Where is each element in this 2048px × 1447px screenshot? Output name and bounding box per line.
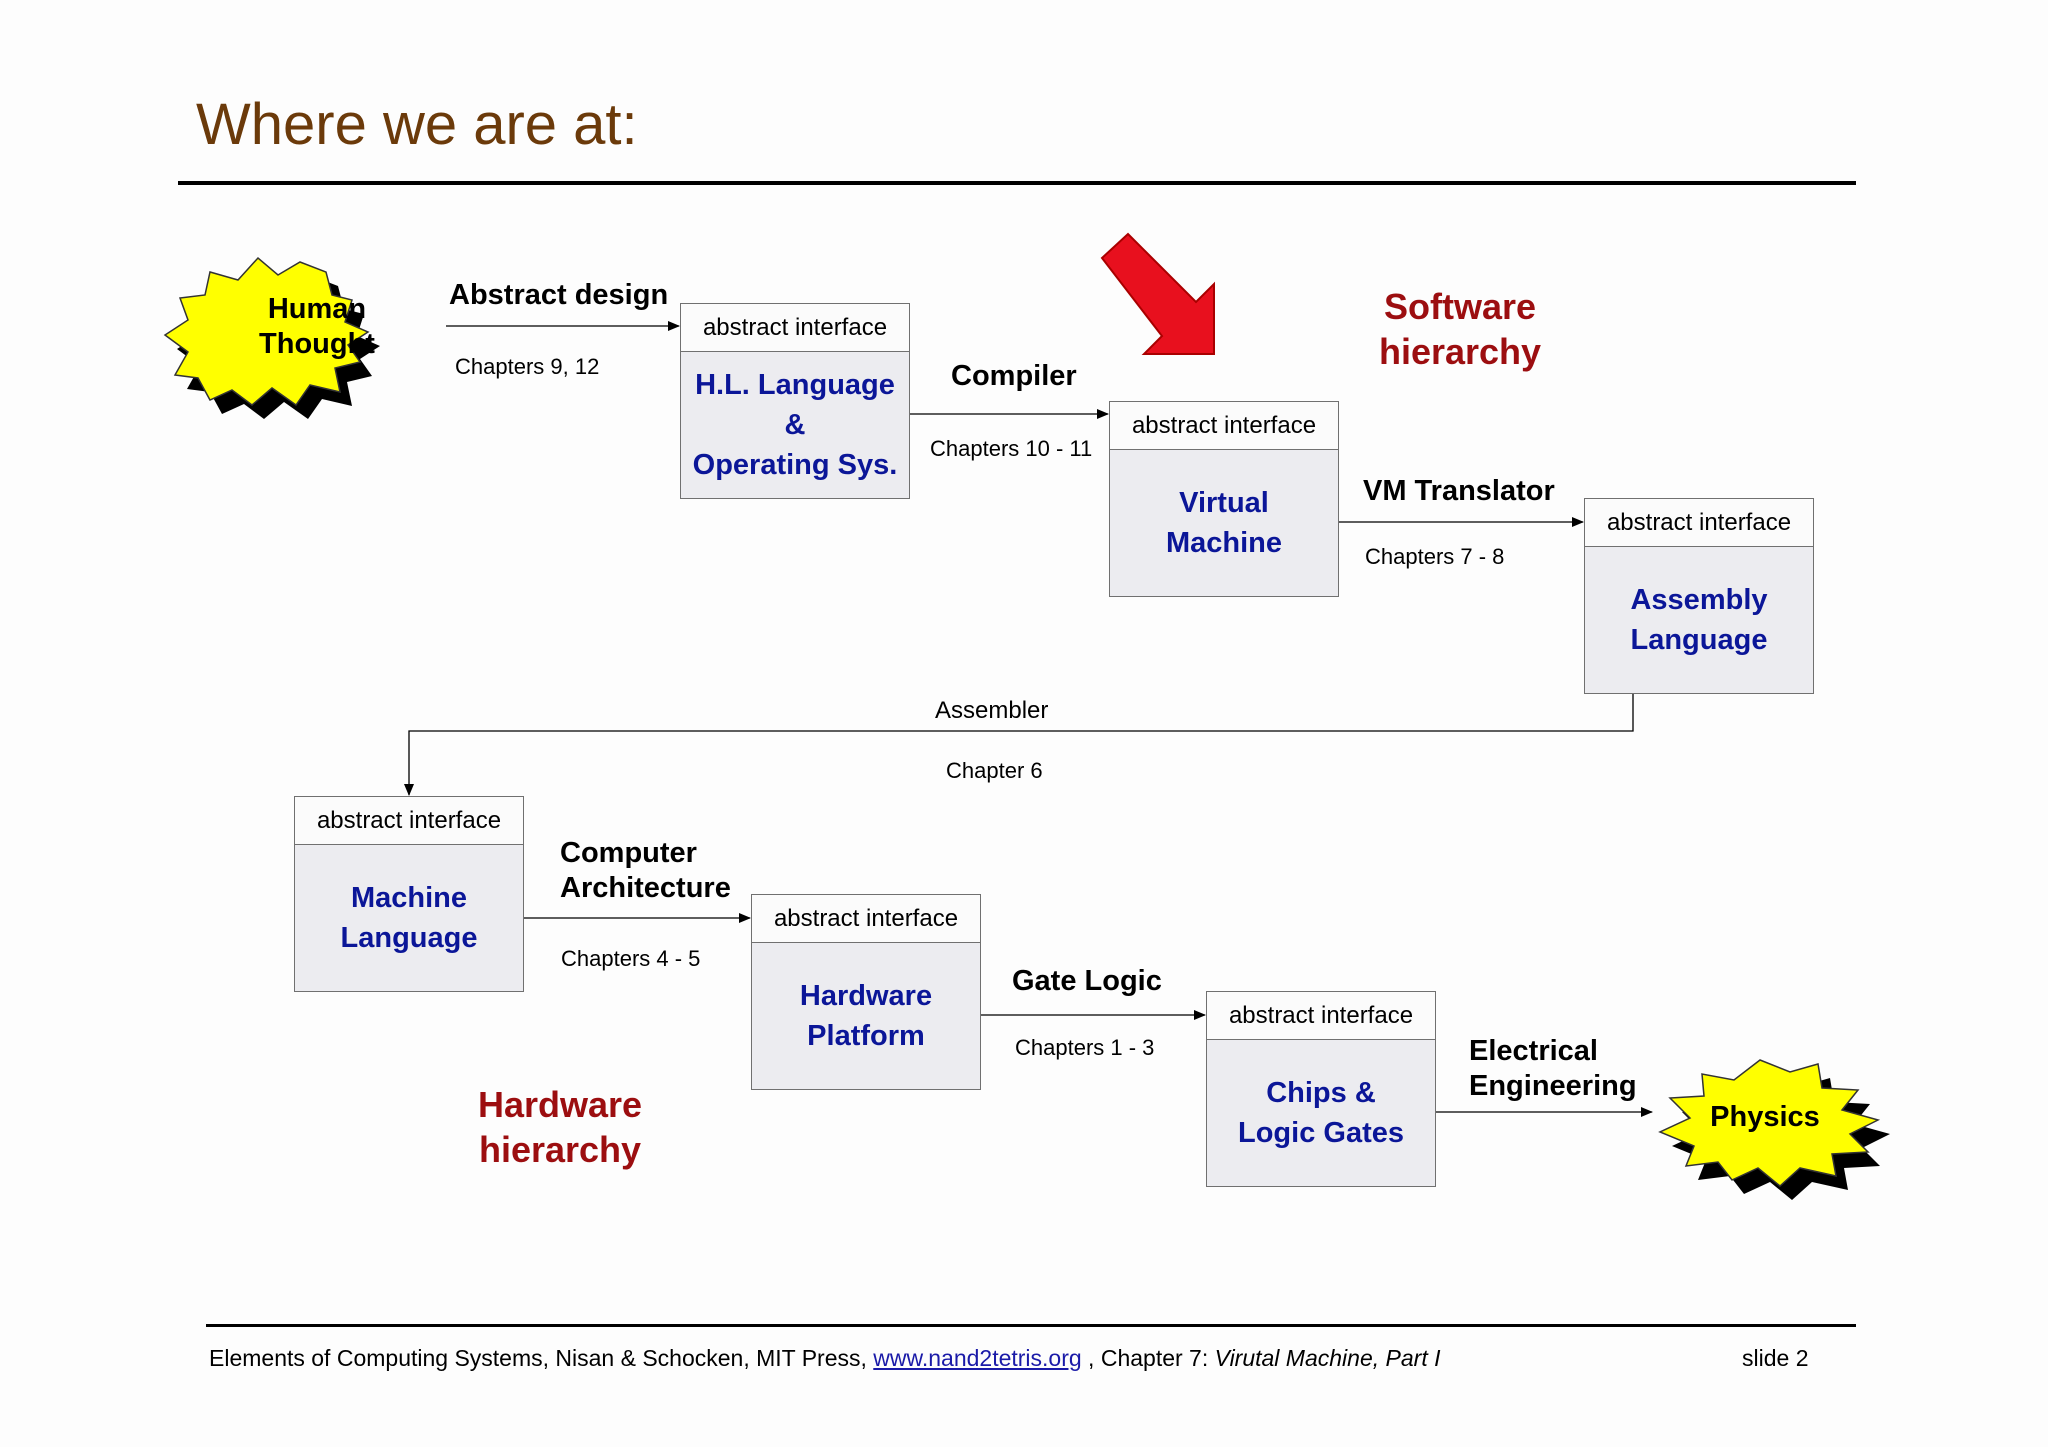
footer-prefix: Elements of Computing Systems, Nisan & S… xyxy=(209,1345,874,1371)
vm-translator-chapters: Chapters 7 - 8 xyxy=(1365,544,1505,569)
box-body: Machine Language xyxy=(340,881,478,954)
gate-logic-chapters: Chapters 1 - 3 xyxy=(1015,1035,1155,1060)
box-header: abstract interface xyxy=(1585,499,1813,547)
abstract-design-label: Abstract design xyxy=(449,279,669,311)
computer-architecture-label: Computer Architecture xyxy=(560,837,731,904)
vm-translator-label: VM Translator xyxy=(1363,475,1555,507)
slide-number: slide 2 xyxy=(1742,1345,1809,1371)
box-chips-logic-gates: abstract interface Chips & Logic Gates xyxy=(1206,991,1436,1187)
footer-citation: Elements of Computing Systems, Nisan & S… xyxy=(209,1345,1441,1372)
box-header: abstract interface xyxy=(1110,402,1338,450)
physics-burst xyxy=(1658,1059,1890,1200)
box-assembly-language: abstract interface Assembly Language xyxy=(1584,498,1814,694)
physics-label: Physics xyxy=(1710,1101,1820,1133)
box-header: abstract interface xyxy=(752,895,980,943)
human-thought-burst xyxy=(163,256,380,419)
arrow-assembler xyxy=(404,694,1634,796)
title-divider xyxy=(178,181,1856,185)
assembler-label: Assembler xyxy=(935,697,1049,724)
red-arrow-icon xyxy=(1100,232,1215,355)
box-body: Assembly Language xyxy=(1630,583,1768,656)
footer-chapter-title: Virutal Machine, Part I xyxy=(1214,1345,1441,1371)
computer-architecture-chapters: Chapters 4 - 5 xyxy=(561,946,701,971)
software-hierarchy-label: Software hierarchy xyxy=(1378,286,1542,372)
box-body: Virtual Machine xyxy=(1165,486,1283,559)
box-hardware-platform: abstract interface Hardware Platform xyxy=(751,894,981,1090)
box-body: H.L. Language & Operating Sys. xyxy=(692,368,898,481)
box-virtual-machine: abstract interface Virtual Machine xyxy=(1109,401,1339,597)
human-thought-label: Human Thought xyxy=(259,293,375,360)
footer-divider xyxy=(206,1324,1856,1327)
nand2tetris-link[interactable]: www.nand2tetris.org xyxy=(873,1345,1082,1371)
box-machine-language: abstract interface Machine Language xyxy=(294,796,524,992)
electrical-engineering-label: Electrical Engineering xyxy=(1469,1035,1637,1102)
page-title: Where we are at: xyxy=(196,92,638,157)
hardware-hierarchy-label: Hardware hierarchy xyxy=(477,1084,643,1170)
gate-logic-label: Gate Logic xyxy=(1012,965,1162,997)
compiler-chapters: Chapters 10 - 11 xyxy=(930,436,1093,461)
box-header: abstract interface xyxy=(1207,992,1435,1040)
box-header: abstract interface xyxy=(681,304,909,352)
compiler-label: Compiler xyxy=(951,360,1077,392)
assembler-chapters: Chapter 6 xyxy=(946,758,1043,783)
abstract-design-chapters: Chapters 9, 12 xyxy=(455,354,600,379)
box-hl-language: abstract interface H.L. Language & Opera… xyxy=(680,303,910,499)
box-body: Chips & Logic Gates xyxy=(1238,1076,1404,1149)
box-header: abstract interface xyxy=(295,797,523,845)
footer-middle: , Chapter 7: xyxy=(1081,1345,1215,1371)
box-body: Hardware Platform xyxy=(799,979,933,1052)
